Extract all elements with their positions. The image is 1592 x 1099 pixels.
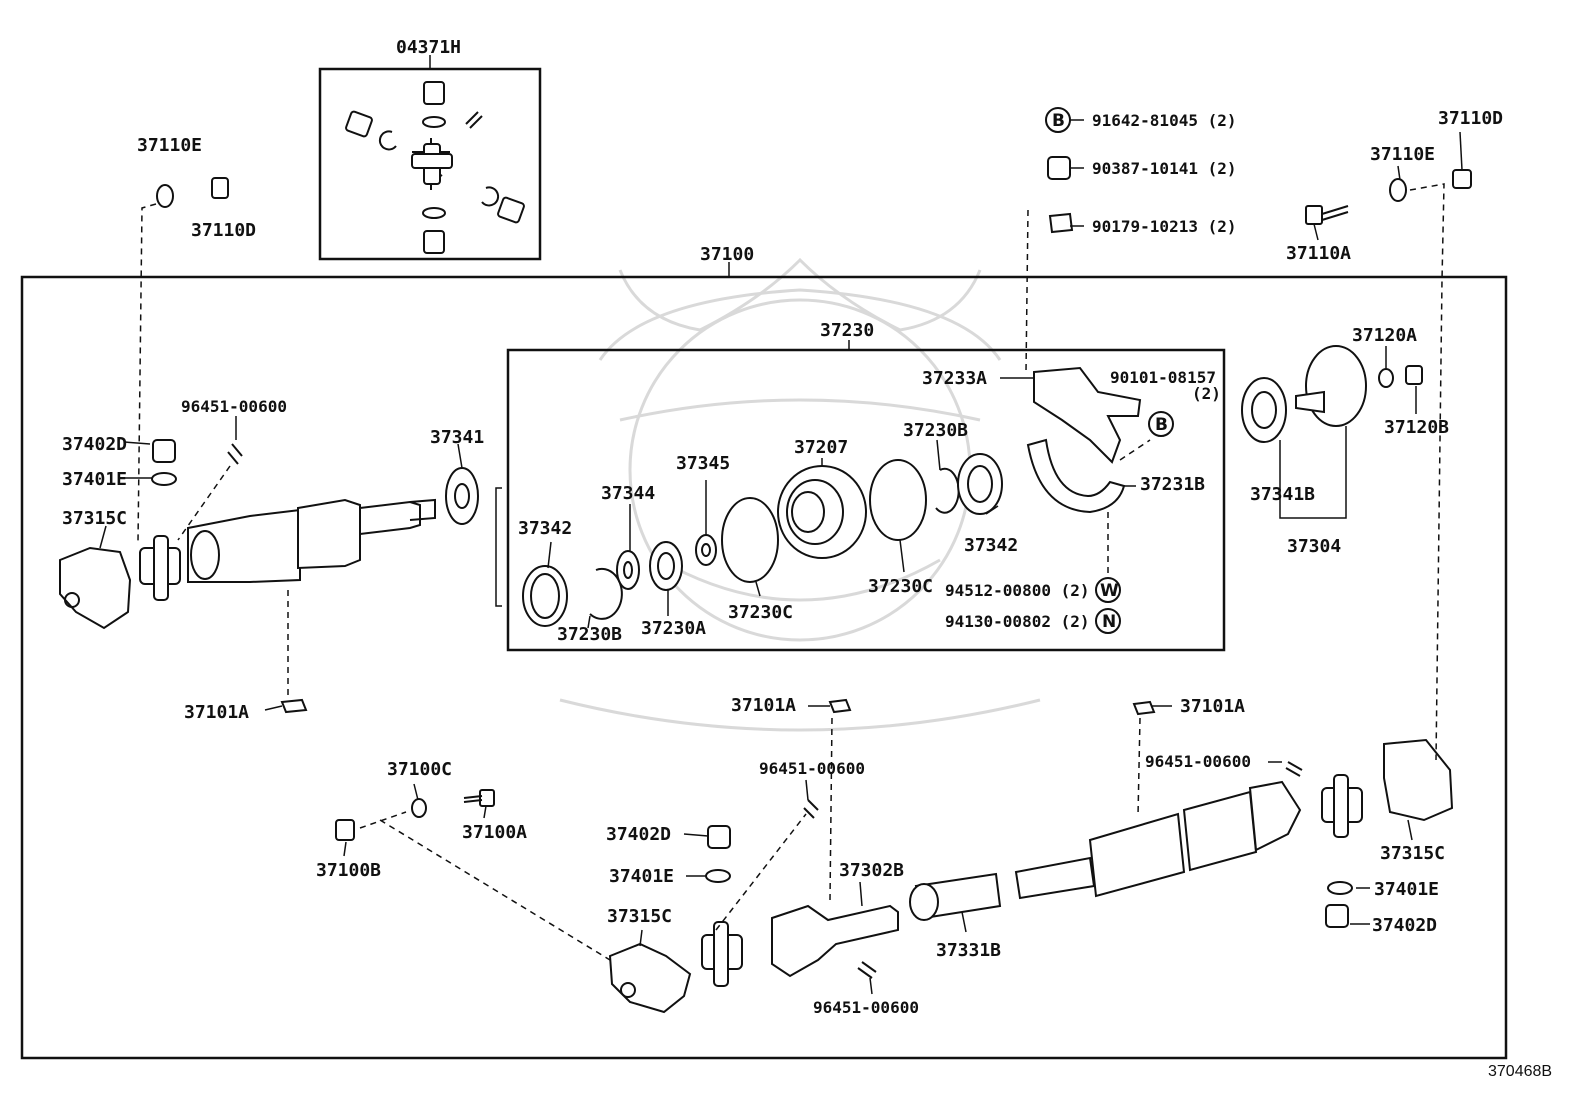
label-37230B-left: 37230B xyxy=(557,624,623,645)
ref-circle-b-mid: B xyxy=(1148,411,1174,437)
label-37402D-middle: 37402D xyxy=(606,824,672,845)
mid-spider-joint xyxy=(701,921,743,987)
label-37100C: 37100C xyxy=(387,759,453,780)
label-94512-00800: 94512-00800 (2) xyxy=(945,581,1090,600)
flange-37304 xyxy=(1241,345,1423,519)
label-37315C-left: 37315C xyxy=(62,508,128,529)
label-37120A: 37120A xyxy=(1352,325,1418,346)
rear-yoke-37315C-mid xyxy=(608,942,692,1014)
label-90101-qty: (2) xyxy=(1192,384,1221,403)
label-37401E-left: 37401E xyxy=(62,469,128,490)
rear-yoke-37315C-right xyxy=(1383,738,1454,822)
label-37110E-right: 37110E xyxy=(1370,144,1436,165)
label-37344: 37344 xyxy=(601,483,656,504)
label-37342-right: 37342 xyxy=(964,535,1019,556)
boot-37331B xyxy=(909,872,1002,921)
label-96451-00600-d: 96451-00600 xyxy=(813,998,919,1017)
front-spider-joint xyxy=(139,535,181,601)
label-90101-08157: 90101-08157 xyxy=(1110,368,1216,387)
small-parts-lower xyxy=(151,439,1353,979)
label-37110E-left: 37110E xyxy=(137,135,203,156)
label-37100A: 37100A xyxy=(462,822,528,843)
label-37110D-right: 37110D xyxy=(1438,108,1504,129)
label-37345: 37345 xyxy=(676,453,731,474)
label-37100: 37100 xyxy=(700,244,755,265)
front-yoke-37315C xyxy=(59,546,132,630)
label-37401E-right: 37401E xyxy=(1374,879,1440,900)
svg-text:B: B xyxy=(1052,111,1065,131)
label-37342-left: 37342 xyxy=(518,518,573,539)
label-91642-81045: 91642-81045 (2) xyxy=(1092,111,1237,130)
label-90387-10141: 90387-10141 (2) xyxy=(1092,159,1237,178)
label-37101A-left: 37101A xyxy=(184,702,250,723)
label-37207: 37207 xyxy=(794,437,849,458)
label-37231B: 37231B xyxy=(1140,474,1206,495)
label-37401E-middle: 37401E xyxy=(609,866,675,887)
assembly-frame-37100 xyxy=(20,275,1508,1060)
bearing-kit-parts xyxy=(522,366,1142,627)
spider-kit-parts xyxy=(345,81,525,254)
label-04371H: 04371H xyxy=(396,37,462,58)
svg-text:W: W xyxy=(1100,581,1119,601)
ref-circle-n: N xyxy=(1095,608,1121,634)
label-37230B-right: 37230B xyxy=(903,420,969,441)
label-90179-10213: 90179-10213 (2) xyxy=(1092,217,1237,236)
svg-text:N: N xyxy=(1102,612,1116,632)
dashed-guides xyxy=(137,183,1445,961)
front-shaft-37341 xyxy=(187,467,479,583)
label-37315C-middle: 37315C xyxy=(607,906,673,927)
svg-text:B: B xyxy=(1155,415,1168,435)
label-37230C-right: 37230C xyxy=(868,576,934,597)
diagram-code: 370468B xyxy=(1488,1063,1553,1080)
label-37230A: 37230A xyxy=(641,618,707,639)
kit-frame-37230 xyxy=(506,348,1226,652)
label-37101A-right: 37101A xyxy=(1180,696,1246,717)
label-37402D-left: 37402D xyxy=(62,434,128,455)
label-96451-00600-a: 96451-00600 xyxy=(181,397,287,416)
label-96451-00600-b: 96451-00600 xyxy=(759,759,865,778)
label-37341: 37341 xyxy=(430,427,485,448)
label-37302B: 37302B xyxy=(839,860,905,881)
label-37110D-left: 37110D xyxy=(191,220,257,241)
label-37120B: 37120B xyxy=(1384,417,1450,438)
slip-yoke-37302B xyxy=(771,904,899,978)
label-37110A: 37110A xyxy=(1286,243,1352,264)
label-37230: 37230 xyxy=(820,320,875,341)
label-37341B: 37341B xyxy=(1250,484,1316,505)
label-94130-00802: 94130-00802 (2) xyxy=(945,612,1090,631)
label-37304: 37304 xyxy=(1287,536,1342,557)
label-37315C-right: 37315C xyxy=(1380,843,1446,864)
label-37402D-right: 37402D xyxy=(1372,915,1438,936)
label-96451-00600-c: 96451-00600 xyxy=(1145,752,1251,771)
label-37230C-left: 37230C xyxy=(728,602,794,623)
leader-lines xyxy=(99,119,1463,995)
ref-circle-w: W xyxy=(1095,577,1121,603)
label-37233A: 37233A xyxy=(922,368,988,389)
label-37101A-middle: 37101A xyxy=(731,695,797,716)
label-37100B: 37100B xyxy=(316,860,382,881)
rear-shaft-tube xyxy=(1014,780,1302,900)
hardware-90387-90179 xyxy=(1047,156,1074,234)
label-37331B: 37331B xyxy=(936,940,1002,961)
rear-spider-joint xyxy=(1321,774,1363,838)
